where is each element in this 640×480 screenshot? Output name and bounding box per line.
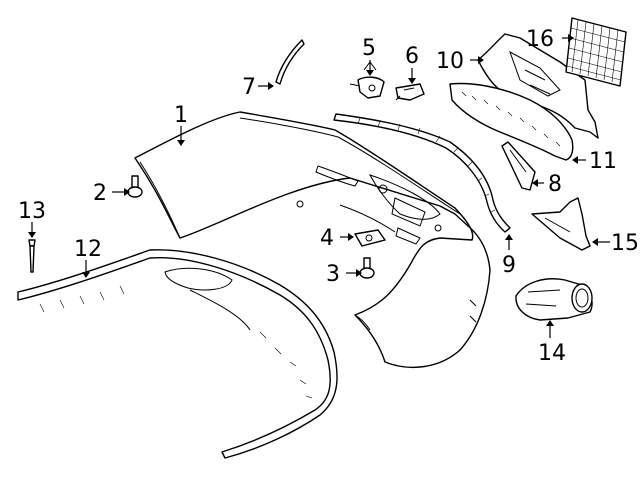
bumper-cover — [134, 111, 491, 368]
bracket-5 — [349, 61, 385, 99]
leader-lines — [28, 34, 610, 338]
callout-3: 3 — [326, 262, 340, 287]
bracket-6 — [395, 83, 425, 101]
callout-16: 16 — [526, 27, 554, 52]
callout-10: 10 — [436, 49, 464, 74]
lower-valance-12 — [17, 249, 338, 459]
exhaust-tip-14 — [515, 278, 593, 321]
callout-labels: 1 2 3 4 5 6 7 8 9 10 11 12 13 14 15 16 — [18, 27, 639, 366]
diffuser-11 — [449, 82, 574, 161]
callout-15: 15 — [611, 231, 639, 256]
callout-2: 2 — [93, 181, 107, 206]
callout-4: 4 — [320, 226, 334, 251]
callout-13: 13 — [18, 199, 46, 224]
bracket-10 — [477, 33, 599, 139]
mesh-insert-16 — [565, 17, 627, 87]
callout-6: 6 — [405, 44, 419, 69]
callout-11: 11 — [589, 149, 617, 174]
bolt-2 — [127, 175, 143, 198]
clip-nut-4 — [354, 229, 386, 247]
callout-7: 7 — [242, 75, 256, 100]
push-pin-13 — [28, 239, 36, 273]
bracket-8 — [501, 141, 536, 191]
callout-12: 12 — [74, 237, 102, 262]
callout-8: 8 — [548, 172, 562, 197]
bolt-3 — [359, 257, 375, 279]
bracket-15 — [531, 197, 591, 251]
callout-14: 14 — [538, 341, 566, 366]
callout-9: 9 — [502, 253, 516, 278]
callout-5: 5 — [362, 36, 376, 61]
trim-strip-7 — [275, 39, 305, 85]
callout-1: 1 — [174, 103, 188, 128]
trim-strip-9 — [333, 113, 511, 233]
